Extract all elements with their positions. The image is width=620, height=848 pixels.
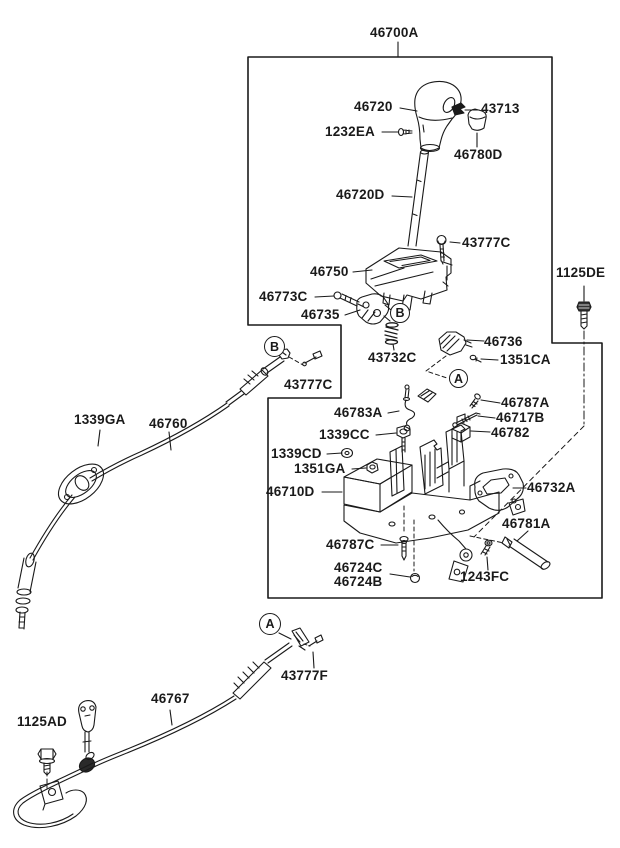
side-plate-drawing <box>474 468 526 516</box>
part-label-1232EA: 1232EA <box>325 124 375 139</box>
leader-lines <box>97 41 585 726</box>
part-label-46735: 46735 <box>301 307 340 322</box>
part-label-46773C: 46773C <box>259 289 308 304</box>
part-label-46767: 46767 <box>151 691 190 706</box>
knob-screw-drawing <box>397 127 413 137</box>
part-label-46700A: 46700A <box>370 25 419 40</box>
main-pin-drawing <box>501 536 551 570</box>
part-label-1243FC: 1243FC <box>460 569 510 584</box>
part-label-46736: 46736 <box>484 334 523 349</box>
assembly-outline-box <box>247 56 603 599</box>
bushing-drawing <box>409 572 421 584</box>
part-label-46783A: 46783A <box>334 405 383 420</box>
part-label-43777F: 43777F <box>281 668 328 683</box>
knob-clip-drawing <box>451 102 466 116</box>
callout-b-cable: B <box>264 336 285 357</box>
bolt-de-drawing <box>576 301 592 330</box>
callout-b-assembly: B <box>390 303 410 323</box>
part-label-46760: 46760 <box>149 416 188 431</box>
screw-a-drawing <box>469 393 481 409</box>
harness-drawing <box>402 384 437 432</box>
lever-shaft-drawing <box>407 149 430 247</box>
part-label-1125AD: 1125AD <box>17 714 67 729</box>
part-label-1351GA: 1351GA <box>294 461 346 476</box>
part-label-46782: 46782 <box>491 425 530 440</box>
part-label-43713: 43713 <box>481 101 520 116</box>
lock-cable-drawing <box>13 627 324 829</box>
screw-fc-drawing <box>480 539 493 556</box>
part-label-46710D: 46710D <box>266 484 315 499</box>
part-label-46787A: 46787A <box>501 395 550 410</box>
knob-cap-drawing <box>467 108 487 131</box>
callout-a-cable: A <box>259 613 281 635</box>
dashed-reference-lines <box>46 330 585 789</box>
part-label-46724B: 46724B <box>334 574 383 589</box>
knob-drawing <box>414 80 462 153</box>
detent-drawing <box>438 331 473 356</box>
bracket-drawing <box>343 424 500 583</box>
part-label-1125DE: 1125DE <box>556 265 606 280</box>
cable-clip-left-drawing <box>302 350 323 367</box>
part-label-43777C-left: 43777C <box>284 377 333 392</box>
nut-cc-drawing <box>396 425 411 453</box>
part-label-43732C: 43732C <box>368 350 417 365</box>
part-label-46720: 46720 <box>354 99 393 114</box>
part-label-1351CA: 1351CA <box>500 352 551 367</box>
part-label-46732A: 46732A <box>527 480 576 495</box>
part-label-1339CC: 1339CC <box>319 427 370 442</box>
part-label-1339CD: 1339CD <box>271 446 322 461</box>
part-label-46717B: 46717B <box>496 410 545 425</box>
top-bolt-drawing <box>436 234 447 265</box>
screw-c-drawing <box>399 535 409 561</box>
switch-drawing <box>356 293 391 325</box>
part-label-46724C: 46724C <box>334 560 383 575</box>
part-label-46787C: 46787C <box>326 537 375 552</box>
part-label-43777C-top: 43777C <box>462 235 511 250</box>
washer-cd-drawing <box>340 447 354 459</box>
bolt-ad-drawing <box>37 748 57 776</box>
part-label-46781A: 46781A <box>502 516 551 531</box>
part-label-1339GA: 1339GA <box>74 412 126 427</box>
detent-screw-drawing <box>469 354 482 363</box>
switch-screw-drawing <box>333 291 364 308</box>
part-label-46720D: 46720D <box>336 187 385 202</box>
callout-a-assembly: A <box>449 369 468 388</box>
shift-cable-drawing <box>15 348 291 630</box>
housing-drawing <box>365 247 453 311</box>
part-label-46750: 46750 <box>310 264 349 279</box>
damper-drawing <box>384 322 399 345</box>
part-label-46780D: 46780D <box>454 147 503 162</box>
